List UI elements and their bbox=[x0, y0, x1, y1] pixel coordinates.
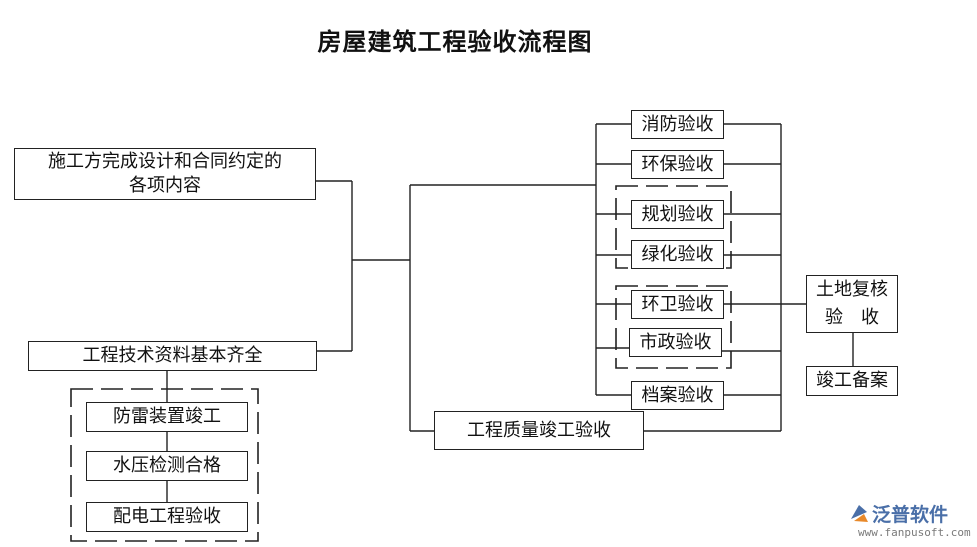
water-pressure-box: 水压检测合格 bbox=[86, 451, 248, 481]
env-box: 环保验收 bbox=[631, 150, 724, 179]
planning-label: 规划验收 bbox=[641, 203, 714, 225]
design-contract-box: 施工方完成设计和合同约定的 各项内容 bbox=[14, 148, 316, 200]
fire-box: 消防验收 bbox=[631, 110, 724, 139]
land-label: 土地复核 验 收 bbox=[816, 279, 888, 328]
fanpusoft-logo: 泛普软件 www.fanpusoft.com bbox=[848, 500, 973, 544]
planning-box: 规划验收 bbox=[631, 200, 724, 229]
municipal-box: 市政验收 bbox=[629, 328, 722, 357]
tech-docs-label: 工程技术资料基本齐全 bbox=[82, 345, 263, 366]
power-box: 配电工程验收 bbox=[86, 502, 248, 532]
sub-inspection-dashed-group bbox=[70, 388, 259, 542]
lightning-box: 防雷装置竣工 bbox=[86, 402, 248, 432]
filing-box: 竣工备案 bbox=[806, 366, 898, 396]
env-label: 环保验收 bbox=[641, 153, 714, 175]
filing-label: 竣工备案 bbox=[816, 370, 888, 391]
sanitation-label: 环卫验收 bbox=[641, 293, 714, 315]
quality-label: 工程质量竣工验收 bbox=[467, 419, 611, 441]
diagram-title: 房屋建筑工程验收流程图 bbox=[317, 27, 593, 56]
land-box: 土地复核 验 收 bbox=[806, 275, 898, 333]
quality-box: 工程质量竣工验收 bbox=[434, 411, 644, 450]
lightning-label: 防雷装置竣工 bbox=[113, 406, 221, 427]
fire-label: 消防验收 bbox=[641, 113, 714, 135]
logo-icon bbox=[851, 505, 868, 522]
archive-label: 档案验收 bbox=[641, 384, 714, 406]
green-box: 绿化验收 bbox=[631, 240, 724, 269]
tech-docs-box: 工程技术资料基本齐全 bbox=[28, 341, 317, 371]
logo-url: www.fanpusoft.com bbox=[858, 526, 971, 539]
green-label: 绿化验收 bbox=[641, 243, 714, 265]
sanitation-box: 环卫验收 bbox=[631, 290, 724, 319]
water-pressure-label: 水压检测合格 bbox=[113, 455, 221, 476]
archive-box: 档案验收 bbox=[631, 381, 724, 410]
sanitation-municipal-dashed-group bbox=[615, 285, 732, 369]
logo-name: 泛普软件 bbox=[872, 504, 949, 526]
power-label: 配电工程验收 bbox=[113, 506, 221, 527]
design-contract-label: 施工方完成设计和合同约定的 各项内容 bbox=[48, 151, 282, 196]
municipal-label: 市政验收 bbox=[639, 331, 712, 353]
